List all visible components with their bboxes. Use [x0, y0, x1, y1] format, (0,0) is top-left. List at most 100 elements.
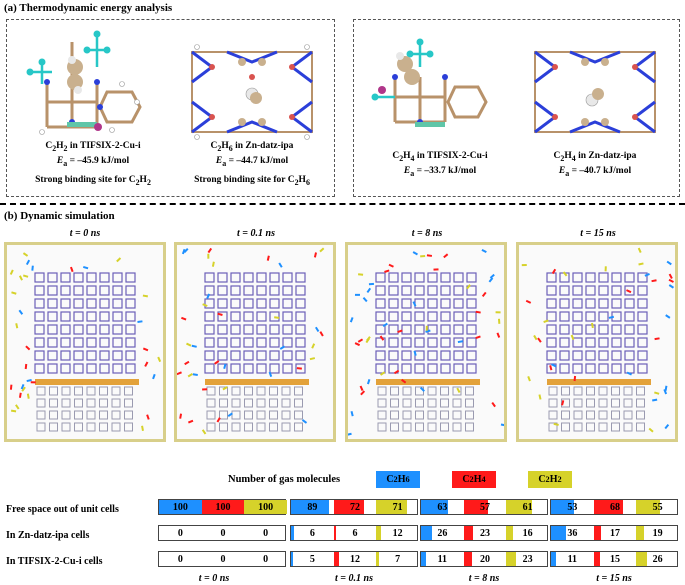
- gas-molecule: [266, 255, 270, 261]
- framework-cell: [637, 350, 648, 361]
- framework-cell: [125, 363, 136, 374]
- framework-cell: [269, 350, 280, 361]
- framework-cell: [34, 363, 45, 374]
- gas-molecule: [481, 248, 487, 254]
- bar-fill-r0-c0-1: [201, 500, 245, 514]
- panel-time-1: t = 0.1 ns: [237, 228, 275, 239]
- framework-cell: [230, 298, 241, 309]
- gas-molecule: [359, 385, 364, 391]
- framework-cell-lower: [219, 398, 228, 408]
- framework-cell-lower: [124, 410, 133, 420]
- framework-cell: [401, 285, 412, 296]
- framework-cell-lower: [231, 386, 241, 396]
- framework-cell-lower: [427, 422, 437, 432]
- framework-cell-lower: [440, 410, 449, 420]
- gas-molecule: [644, 272, 650, 277]
- framework-cell: [269, 363, 280, 374]
- framework-cell: [375, 337, 386, 348]
- framework-cell: [388, 298, 399, 309]
- gas-molecule: [201, 429, 207, 435]
- framework-cell-lower: [206, 422, 216, 432]
- framework-cell: [440, 285, 451, 296]
- framework-cell: [204, 324, 215, 335]
- framework-cell: [99, 363, 110, 374]
- framework-cell: [414, 311, 425, 322]
- bar-value-r1-c0-1: 0: [220, 527, 226, 539]
- framework-cell: [375, 285, 386, 296]
- framework-cell: [401, 272, 412, 283]
- framework-cell-lower: [427, 386, 437, 396]
- section-a-title: (a) Thermodynamic energy analysis: [4, 2, 173, 14]
- gas-molecule: [184, 360, 190, 366]
- bar-fill-r0-c2-0: [421, 500, 448, 514]
- framework-cell: [295, 311, 306, 322]
- framework-cell-lower: [281, 410, 291, 420]
- framework-cell: [282, 337, 293, 348]
- framework-cell: [86, 324, 97, 335]
- framework-cell: [572, 337, 583, 348]
- framework-cell-lower: [623, 422, 633, 432]
- gas-molecule: [21, 386, 26, 392]
- zn-datz-ipa-structure-icon: [191, 44, 313, 140]
- bar-value-r1-c1-0: 6: [309, 527, 315, 539]
- framework-cell: [546, 324, 557, 335]
- framework-cell-lower: [269, 386, 278, 396]
- snapshot-t01: [174, 242, 336, 442]
- framework-cell: [585, 298, 596, 309]
- framework-cell: [414, 298, 425, 309]
- gas-molecule: [412, 251, 418, 256]
- framework-cell: [217, 311, 228, 322]
- framework-cell-lower: [111, 422, 121, 432]
- gas-molecule: [187, 419, 194, 424]
- framework-cell: [243, 324, 254, 335]
- framework-cell: [282, 324, 293, 335]
- section-b-title: (b) Dynamic simulation: [4, 210, 115, 222]
- framework-cell-lower: [86, 386, 96, 396]
- framework-cell-lower: [49, 410, 58, 420]
- framework-cell: [414, 324, 425, 335]
- framework-cell: [466, 324, 477, 335]
- framework-cell: [204, 298, 215, 309]
- gas-molecule: [311, 343, 316, 349]
- framework-cell-lower: [294, 410, 303, 420]
- row-label-free: Free space out of unit cells: [6, 504, 119, 515]
- framework-cell-lower: [74, 410, 83, 420]
- framework-cell-lower: [548, 422, 558, 432]
- framework-cell: [546, 298, 557, 309]
- framework-cell: [375, 350, 386, 361]
- bar-fill-r2-c3-1: [593, 552, 601, 566]
- gas-molecule: [207, 247, 213, 254]
- framework-cell-lower: [49, 386, 58, 396]
- bar-value-r2-c1-2: 7: [395, 553, 401, 565]
- bar-value-r2-c3-0: 11: [567, 553, 578, 565]
- framework-cell: [60, 285, 71, 296]
- gas-molecule: [637, 247, 642, 254]
- gas-molecule: [475, 335, 481, 340]
- framework-cell-lower: [465, 410, 474, 420]
- bar-fill-r0-c3-2: [636, 500, 660, 514]
- framework-cell-lower: [415, 410, 424, 420]
- framework-cell-lower: [561, 398, 570, 408]
- gas-molecule: [538, 394, 542, 400]
- gas-molecule: [551, 268, 557, 275]
- framework-cell: [598, 350, 609, 361]
- framework-cell: [217, 350, 228, 361]
- framework-cell: [611, 363, 622, 374]
- framework-cell: [47, 324, 58, 335]
- framework-cell: [125, 350, 136, 361]
- gas-molecule: [412, 301, 417, 307]
- framework-cell-lower: [611, 410, 620, 420]
- gas-molecule: [664, 423, 670, 430]
- framework-cell: [453, 272, 464, 283]
- framework-cell-lower: [281, 422, 291, 432]
- framework-cell: [453, 285, 464, 296]
- gas-molecule: [116, 257, 122, 263]
- gas-molecule: [419, 386, 425, 392]
- framework-cell: [230, 285, 241, 296]
- framework-cell-lower: [636, 410, 645, 420]
- framework-cell: [401, 298, 412, 309]
- framework-cell-lower: [402, 398, 412, 408]
